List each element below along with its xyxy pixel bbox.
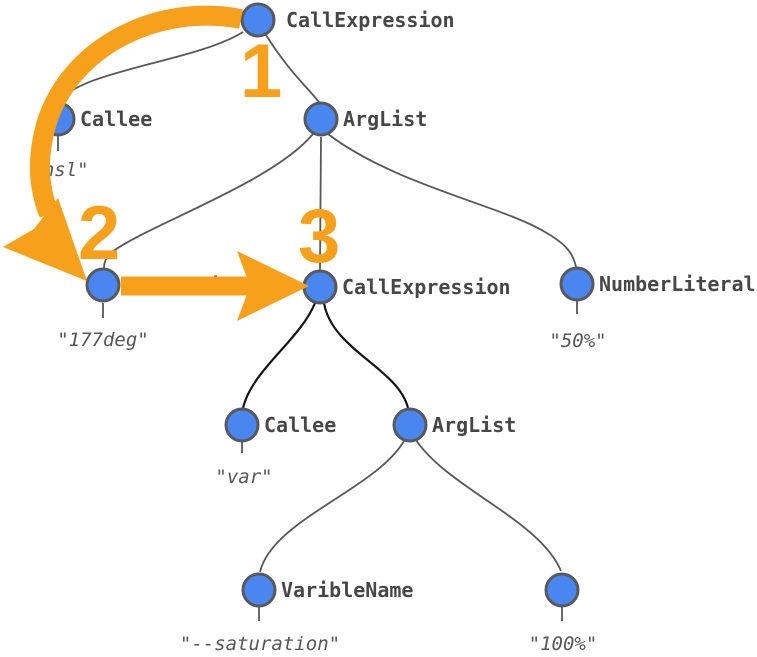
edge-inner-call-to-callee: [241, 302, 317, 409]
label-callee-var: Callee: [264, 413, 336, 437]
node-arglist-outer: [303, 101, 339, 137]
tree-edges: [57, 31, 578, 621]
label-arglist-inner: ArgList: [432, 413, 516, 437]
node-callee-var: [224, 407, 260, 443]
value-100pct: "100%": [529, 633, 598, 655]
node-number-100pct: [544, 572, 580, 608]
edge-arglist-to-numberliteral-50: [327, 133, 577, 268]
node-variable-name: [241, 572, 277, 608]
edge-inner-arglist-to-variablename: [259, 440, 405, 573]
traversal-horizontal-arrowhead-icon: [237, 251, 309, 321]
step-3-label: 3: [298, 194, 340, 279]
label-variable-name: VaribleName: [281, 578, 413, 602]
edge-arglist-to-inner-call: [319, 136, 322, 271]
traversal-annotations: 1 2 3: [3, 5, 340, 321]
node-labels: CallExpression Callee ArgList NumberLite…: [80, 8, 756, 602]
tree-nodes: [40, 2, 595, 608]
node-number-50pct: [559, 266, 595, 302]
label-callee-hsl: Callee: [80, 107, 152, 131]
node-root-call-expression: [240, 2, 276, 38]
value-var: "var": [215, 466, 272, 488]
edge-inner-call-to-arglist: [322, 302, 410, 409]
value-177deg: "177deg": [57, 329, 149, 351]
node-number-177deg: [85, 267, 121, 303]
label-number-50pct: NumberLiteral: [599, 272, 756, 296]
label-inner-call-expression: CallExpression: [342, 275, 511, 299]
value-saturation: "--saturation": [180, 633, 340, 655]
node-arglist-inner: [392, 407, 428, 443]
label-root-call-expression: CallExpression: [286, 8, 455, 32]
edge-inner-arglist-to-number-100: [415, 439, 562, 572]
step-1-label: 1: [240, 29, 282, 114]
traversal-arc-arrow: [30, 5, 243, 218]
traversal-arc-arrowhead-icon: [3, 198, 87, 281]
edge-root-to-arglist: [265, 34, 320, 103]
value-50pct: "50%": [549, 330, 606, 352]
edge-arglist-to-numberliteral-177: [103, 133, 314, 269]
step-2-label: 2: [78, 191, 120, 276]
label-arglist-outer: ArgList: [343, 107, 427, 131]
